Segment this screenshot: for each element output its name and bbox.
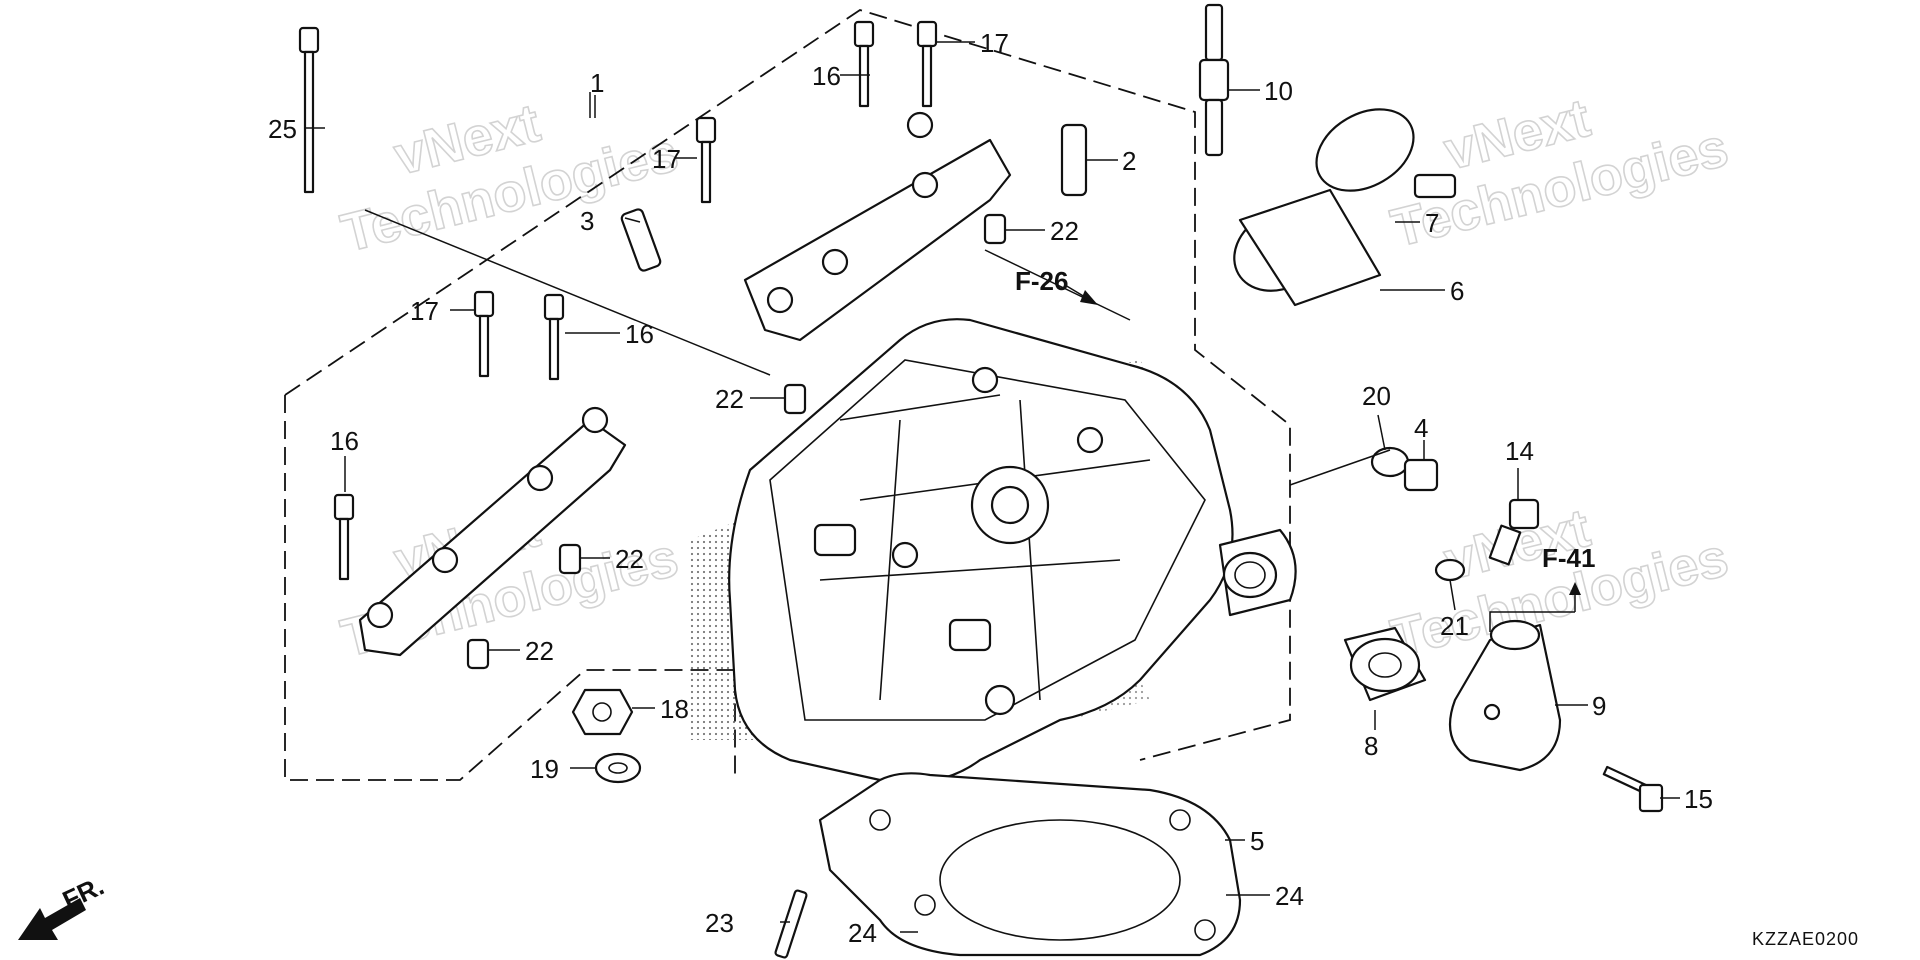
part-label-20: 20 <box>1362 381 1391 411</box>
part-label-23: 23 <box>705 908 734 938</box>
part-label-25: 25 <box>268 114 297 144</box>
part-label-24-right: 24 <box>1275 881 1304 911</box>
part-label-18: 18 <box>660 694 689 724</box>
reference-arrows <box>1064 284 1581 632</box>
water-joint <box>1448 619 1562 772</box>
bolt-16-lower <box>333 493 355 581</box>
part-label-3: 3 <box>580 206 594 236</box>
part-labels: 1 2 3 4 5 6 7 8 9 10 14 15 16 16 16 17 1… <box>268 28 1713 948</box>
part-label-14: 14 <box>1505 436 1534 466</box>
insulator <box>1233 188 1382 307</box>
diagram-code: KZZAE0200 <box>1752 929 1859 949</box>
part-label-15: 15 <box>1684 784 1713 814</box>
stud-bolt <box>774 889 808 959</box>
part-label-2: 2 <box>1122 146 1136 176</box>
part-label-24-bottom: 24 <box>848 918 877 948</box>
part-label-17-mid: 17 <box>652 144 681 174</box>
part-label-22-a: 22 <box>1050 216 1079 246</box>
nut-18 <box>571 688 634 736</box>
bolt-17-mid <box>695 116 717 204</box>
bolt-17-top <box>916 20 938 108</box>
part-label-16-lower: 16 <box>330 426 359 456</box>
sensor-14 <box>1488 498 1540 566</box>
spark-plug <box>1198 3 1230 157</box>
part-label-10: 10 <box>1264 76 1293 106</box>
camshaft-holder-lower <box>358 406 627 657</box>
leader-lines <box>305 41 1680 933</box>
front-direction-arrow: FR. <box>18 871 109 940</box>
part-label-6: 6 <box>1450 276 1464 306</box>
part-label-22-b: 22 <box>715 384 744 414</box>
bolt-17-left <box>473 290 495 378</box>
part-label-16-right: 16 <box>625 319 654 349</box>
insulator-band <box>1315 108 1457 199</box>
part-label-4: 4 <box>1414 413 1428 443</box>
part-label-22-c: 22 <box>615 544 644 574</box>
part-label-9: 9 <box>1592 691 1606 721</box>
head-gasket <box>818 772 1242 957</box>
part-label-19: 19 <box>530 754 559 784</box>
washer-20 <box>1370 446 1410 478</box>
thermostat <box>1343 626 1427 702</box>
bolt-25 <box>298 26 320 194</box>
reference-label-f26: F-26 <box>1015 266 1068 296</box>
part-label-8: 8 <box>1364 731 1378 761</box>
part-label-21: 21 <box>1440 611 1469 641</box>
part-label-7: 7 <box>1425 208 1439 238</box>
valve-guide-3 <box>620 208 662 272</box>
part-label-22-d: 22 <box>525 636 554 666</box>
bolt-16-top <box>853 20 875 108</box>
plug-4 <box>1403 458 1439 492</box>
part-label-5: 5 <box>1250 826 1264 856</box>
part-label-1: 1 <box>590 68 604 98</box>
cylinder-head <box>728 318 1297 784</box>
washer-19 <box>594 752 642 784</box>
bolt-16-left <box>543 293 565 381</box>
part-label-16-top: 16 <box>812 61 841 91</box>
valve-guide-2 <box>1060 123 1088 197</box>
bolt-15 <box>1602 765 1664 813</box>
part-label-17-left: 17 <box>410 296 439 326</box>
camshaft-holder-upper <box>743 111 1012 342</box>
reference-label-f41: F-41 <box>1542 543 1595 573</box>
washer-21 <box>1434 558 1466 582</box>
part-label-17-top: 17 <box>980 28 1009 58</box>
